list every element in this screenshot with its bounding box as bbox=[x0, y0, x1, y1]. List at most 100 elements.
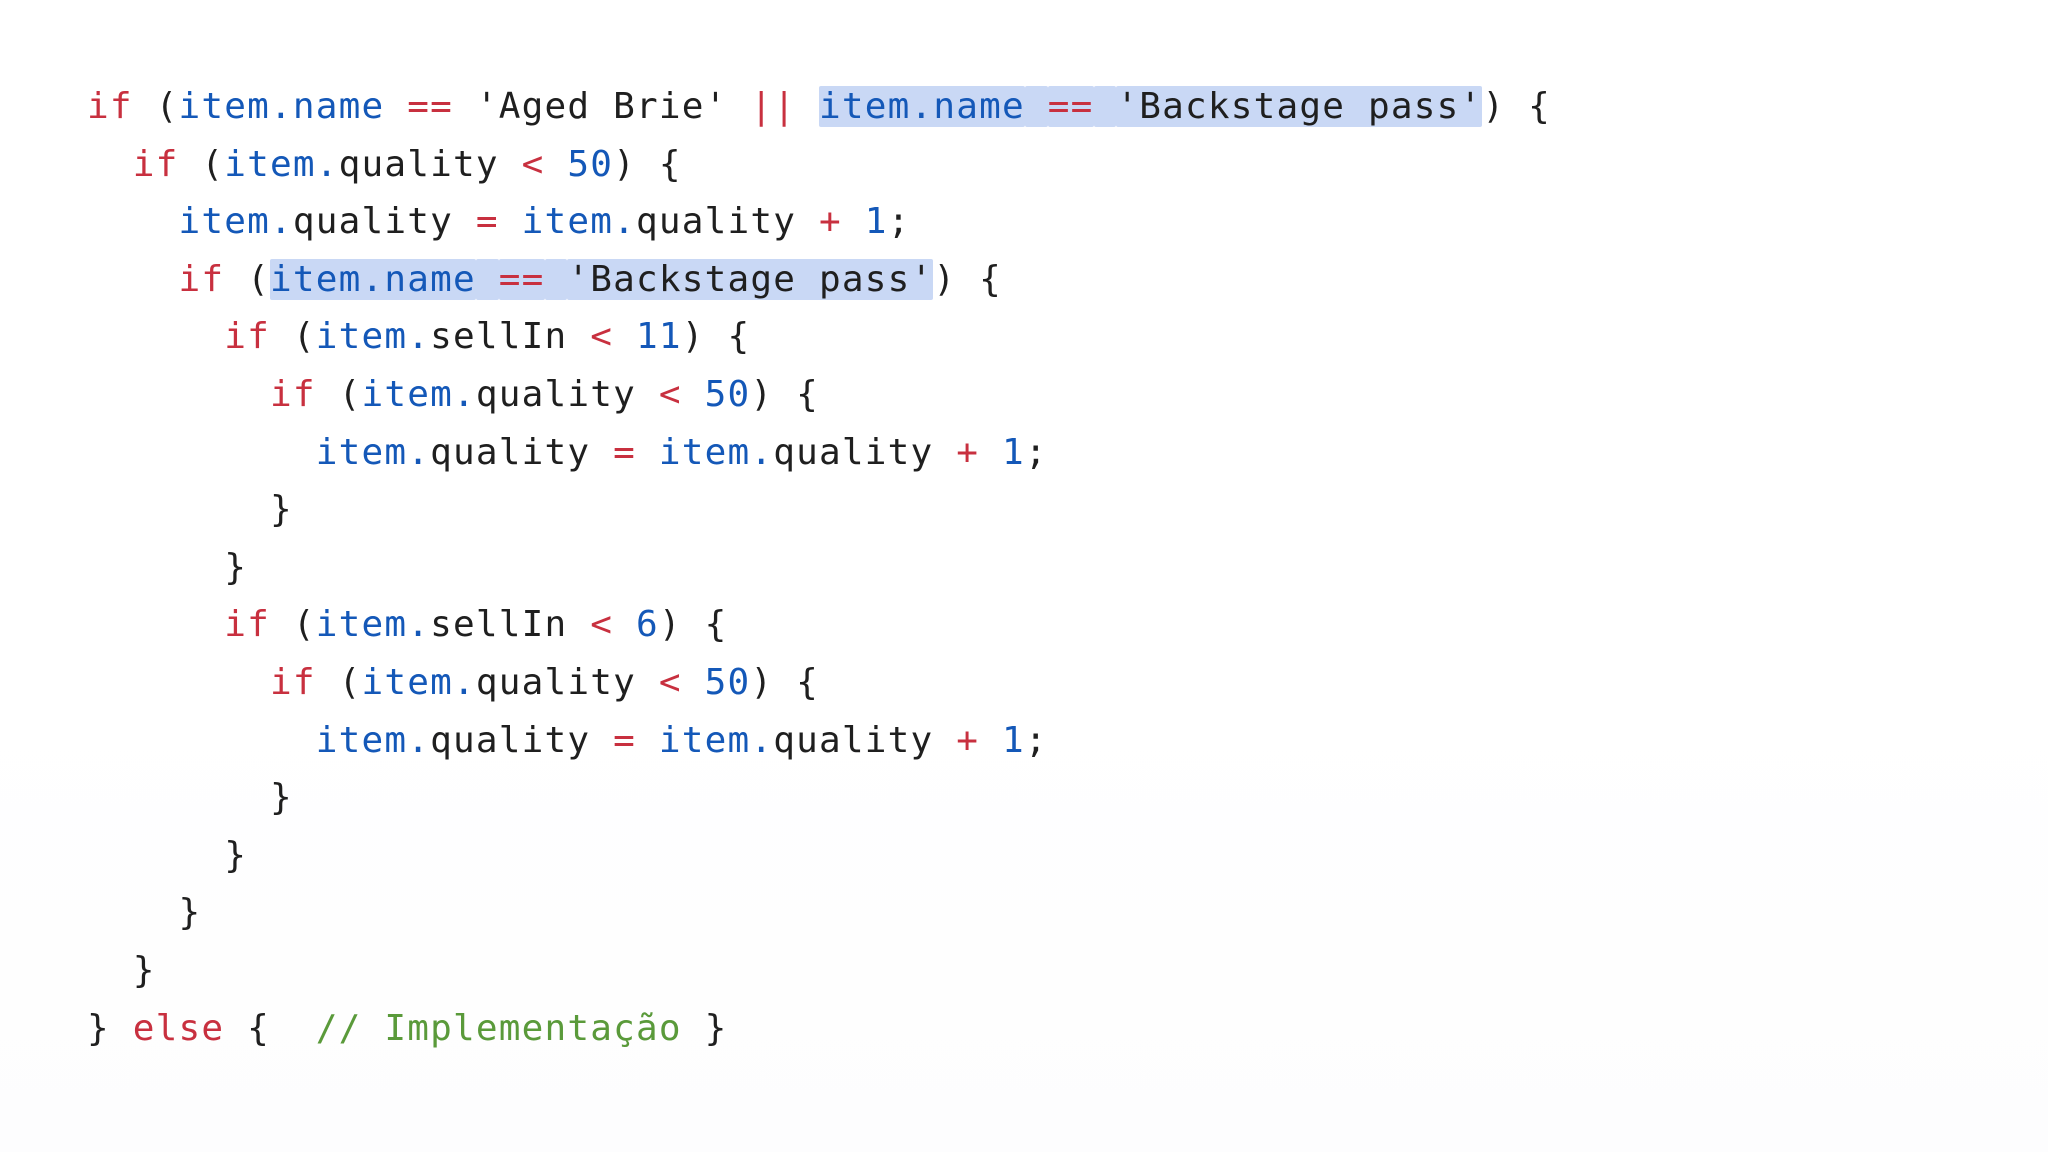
property-token: quality bbox=[430, 431, 591, 473]
operator-token: < bbox=[590, 604, 614, 646]
property-token: quality bbox=[475, 373, 636, 415]
number-token: 1 bbox=[864, 201, 888, 243]
code-line: } else { // Implementação } bbox=[87, 1000, 1551, 1058]
code-token: } bbox=[87, 892, 202, 934]
code-token: } bbox=[87, 834, 248, 876]
identifier-token: item. bbox=[361, 661, 476, 703]
number-token: 6 bbox=[636, 604, 659, 646]
code-token bbox=[87, 316, 224, 357]
code-token: ( bbox=[178, 143, 225, 185]
code-token bbox=[87, 259, 179, 300]
number-token: 50 bbox=[704, 373, 751, 415]
code-token bbox=[682, 662, 705, 703]
identifier-token: item. bbox=[521, 201, 636, 243]
identifier-token: item. bbox=[178, 201, 293, 243]
code-token: ) { bbox=[613, 143, 682, 185]
operator-token: < bbox=[521, 143, 545, 185]
identifier-token: item. bbox=[361, 373, 476, 415]
code-token: } bbox=[87, 546, 248, 588]
code-token: ) { bbox=[1482, 86, 1551, 127]
property-token: quality bbox=[430, 719, 591, 761]
identifier-token: item. bbox=[315, 431, 431, 473]
code-token bbox=[87, 432, 316, 473]
property-token: quality bbox=[773, 431, 934, 473]
code-token bbox=[87, 374, 270, 415]
code-line: if (item.sellIn < 6) { bbox=[87, 596, 1551, 654]
code-token: } bbox=[87, 777, 293, 819]
code-token bbox=[796, 86, 819, 127]
code-token: { bbox=[224, 1007, 316, 1049]
code-token: ( bbox=[224, 258, 270, 300]
code-token: ) { bbox=[750, 661, 819, 703]
code-token bbox=[842, 201, 865, 242]
highlighted-string-token: 'Backstage pass' bbox=[567, 258, 934, 300]
code-line: if (item.quality < 50) { bbox=[87, 654, 1551, 712]
code-token bbox=[87, 144, 133, 185]
keyword-token: if bbox=[224, 604, 270, 646]
property-token: quality bbox=[475, 661, 636, 703]
keyword-token: if bbox=[224, 316, 270, 358]
code-token bbox=[453, 86, 476, 127]
code-token bbox=[613, 316, 636, 357]
highlighted-string-token: 'Backstage pass' bbox=[1116, 86, 1483, 127]
number-token: 50 bbox=[567, 143, 614, 185]
identifier-token: item. bbox=[315, 316, 431, 358]
identifier-token: item. bbox=[658, 431, 774, 473]
code-token bbox=[979, 720, 1002, 761]
code-token: ; bbox=[887, 201, 911, 243]
number-token: 1 bbox=[1002, 719, 1025, 761]
code-token bbox=[682, 374, 705, 415]
code-line: } bbox=[87, 769, 1551, 827]
identifier-token: item. bbox=[315, 604, 431, 646]
code-line: if (item.name == 'Backstage pass') { bbox=[87, 251, 1551, 309]
code-token: } bbox=[87, 949, 156, 991]
number-token: 1 bbox=[1002, 431, 1025, 473]
operator-token: = bbox=[475, 201, 499, 243]
operator-token: + bbox=[819, 201, 842, 243]
number-token: 50 bbox=[704, 661, 751, 703]
highlighted-code-token bbox=[544, 258, 568, 300]
code-token bbox=[384, 86, 407, 127]
comment-token: // Implementação bbox=[315, 1007, 682, 1049]
highlighted-operator-token: == bbox=[1047, 86, 1094, 127]
operator-token: + bbox=[956, 719, 980, 761]
code-token bbox=[590, 432, 613, 473]
code-line: } bbox=[87, 539, 1551, 597]
code-token: } bbox=[87, 1007, 133, 1049]
code-token: ( bbox=[315, 661, 362, 703]
code-token bbox=[636, 720, 659, 761]
code-token: ( bbox=[132, 86, 179, 127]
code-token bbox=[453, 201, 476, 242]
code-token bbox=[545, 144, 568, 185]
code-line: if (item.quality < 50) { bbox=[87, 366, 1551, 424]
property-token: quality bbox=[636, 201, 797, 243]
highlighted-code-token bbox=[1024, 86, 1048, 127]
keyword-token: if bbox=[87, 86, 133, 127]
code-token: ( bbox=[270, 604, 316, 646]
code-line: } bbox=[87, 884, 1551, 942]
code-line: if (item.sellIn < 11) { bbox=[87, 308, 1551, 366]
operator-token: == bbox=[407, 86, 453, 127]
operator-token: < bbox=[590, 316, 614, 358]
code-token bbox=[636, 432, 659, 473]
code-token bbox=[933, 432, 956, 473]
code-token: ( bbox=[315, 373, 362, 415]
code-line: } bbox=[87, 942, 1551, 1000]
operator-token: || bbox=[750, 86, 797, 127]
code-token bbox=[567, 604, 590, 645]
highlighted-identifier-token: item.name bbox=[819, 86, 1025, 127]
property-token: quality bbox=[292, 201, 453, 243]
operator-token: < bbox=[658, 373, 682, 415]
code-token: } bbox=[681, 1007, 728, 1049]
code-line: item.quality = item.quality + 1; bbox=[87, 424, 1551, 482]
property-token: quality bbox=[338, 143, 499, 185]
keyword-token: if bbox=[270, 373, 316, 415]
code-token bbox=[87, 201, 179, 242]
identifier-token: item.name bbox=[178, 86, 385, 127]
code-line: } bbox=[87, 827, 1551, 885]
keyword-token: if bbox=[270, 661, 316, 703]
keyword-token: else bbox=[132, 1007, 225, 1049]
code-line: item.quality = item.quality + 1; bbox=[87, 712, 1551, 770]
code-token bbox=[636, 374, 659, 415]
